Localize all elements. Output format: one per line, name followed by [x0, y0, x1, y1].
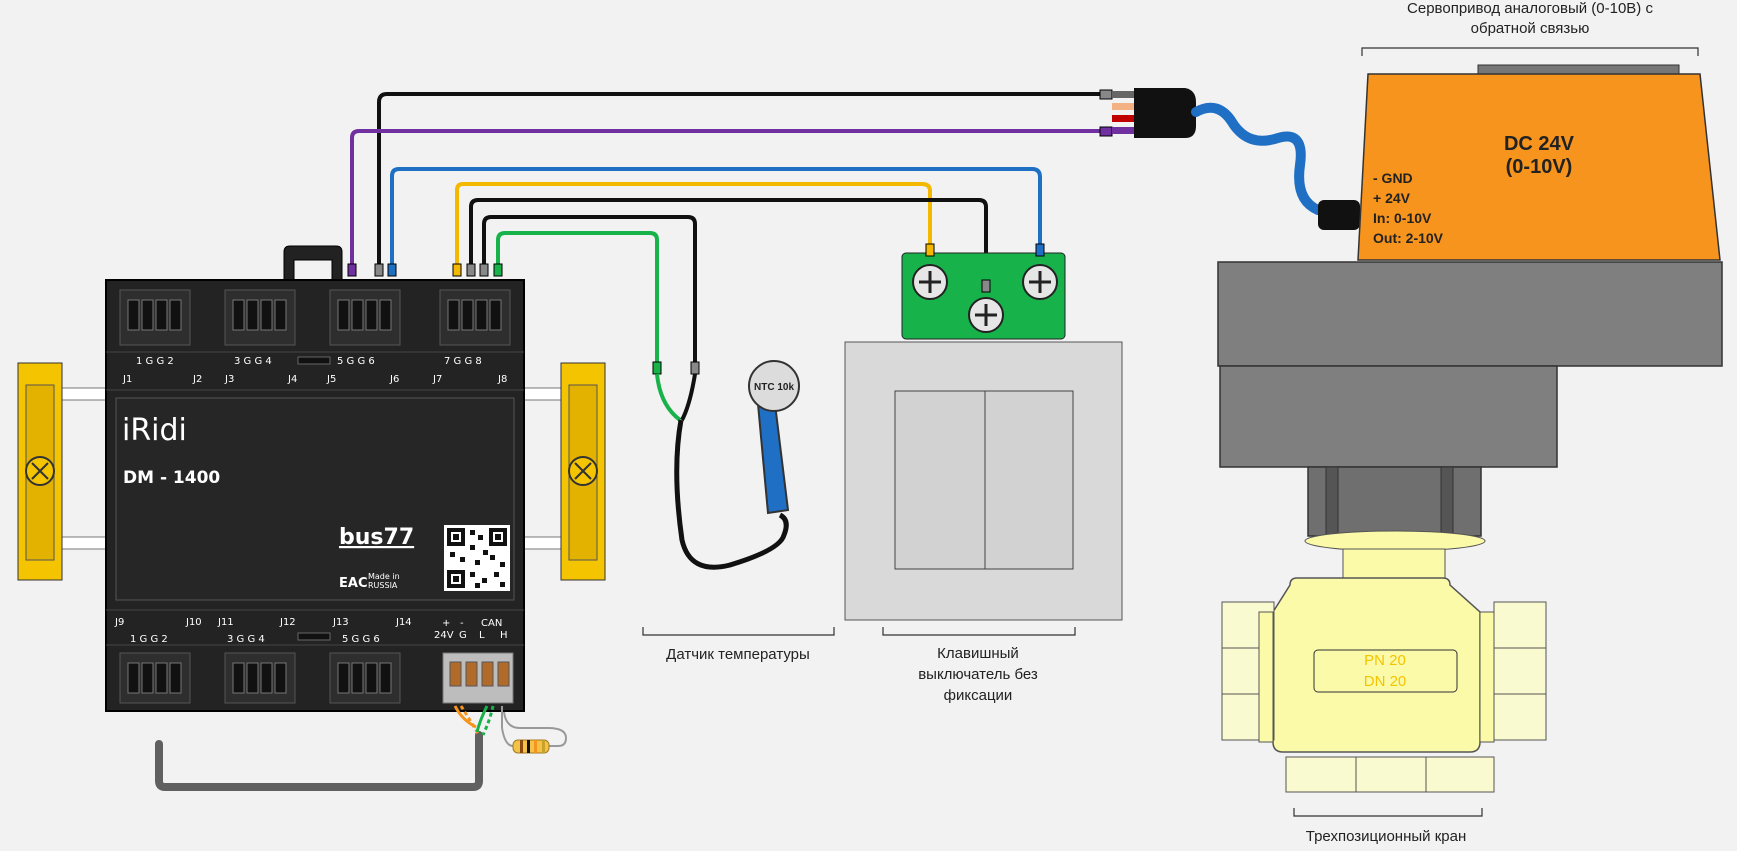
terminal-block-top-2: [224, 289, 296, 346]
din-rail-right: [522, 362, 606, 581]
actuator-range: (0-10V): [1506, 156, 1573, 178]
actuator-connector: [1099, 88, 1196, 138]
jack-label-j13: J13: [332, 617, 349, 628]
power-label-minus: -: [460, 618, 464, 629]
wire-black-switch-common: [469, 198, 988, 288]
switch-caption-line3: фиксации: [944, 687, 1013, 704]
pin-label-bottom-3: 5 G G 6: [342, 634, 380, 645]
power-label-l: L: [479, 630, 485, 641]
sensor-badge: NTC 10k: [754, 382, 794, 393]
terminal-block-bottom-3: [329, 652, 401, 704]
jack-label-j5: J5: [326, 374, 336, 385]
actuator-voltage: DC 24V: [1504, 133, 1575, 155]
brand-logo: iRidi: [122, 413, 187, 448]
switch-caption-line2: выключатель без: [918, 666, 1038, 683]
wire-yellow-switch: [455, 182, 932, 268]
eac-mark: EAC: [339, 576, 367, 591]
jack-label-j2: J2: [192, 374, 202, 385]
model-label: DM - 1400: [123, 468, 220, 488]
jack-label-j9: J9: [114, 617, 124, 628]
can-wire-green: [475, 705, 489, 733]
power-label-g: G: [459, 630, 467, 641]
actuator-cable-gland: [1318, 200, 1360, 230]
actuator-title-line1: Сервопривод аналоговый (0-10В) с: [1407, 0, 1653, 17]
valve-caption: Трехпозиционный кран: [1306, 828, 1466, 845]
terminal-block-top-3: [329, 289, 401, 346]
actuator-terminal-out: Out: 2-10V: [1373, 230, 1444, 246]
actuator-terminal-gnd: - GND: [1373, 170, 1413, 186]
din-rail-left: [17, 362, 111, 581]
power-label-plus: +: [442, 618, 450, 629]
can-wire-green-white: [481, 705, 495, 736]
jack-label-j14: J14: [395, 617, 412, 628]
jack-label-j3: J3: [224, 374, 234, 385]
power-wire-orange-white: [459, 705, 481, 736]
wire-black-sensor: [482, 215, 697, 370]
power-label-24v: 24V: [434, 630, 454, 641]
three-way-valve: PN 20 DN 20: [1221, 530, 1547, 793]
pin-label-top-2: 3 G G 4: [234, 356, 272, 367]
pin-label-bottom-2: 3 G G 4: [227, 634, 265, 645]
valve-pressure: PN 20: [1364, 652, 1406, 669]
pin-label-bottom-1: 1 G G 2: [130, 634, 168, 645]
actuator-title-line2: обратной связью: [1471, 20, 1590, 37]
resistor-lead-left: [501, 706, 514, 747]
temperature-sensor: NTC 10k: [652, 360, 800, 570]
wire-black-actuator: [377, 92, 1110, 268]
terminal-block-bottom-2: [224, 652, 296, 704]
actuator-terminal-24v: + 24V: [1373, 190, 1411, 206]
screw-terminal-icon: [912, 264, 948, 300]
actuator-terminal-in: In: 0-10V: [1373, 210, 1432, 226]
jack-label-j11: J11: [217, 617, 234, 628]
resistor-icon: [512, 739, 550, 754]
wire-purple-actuator: [350, 129, 1110, 268]
jack-label-j10: J10: [185, 617, 202, 628]
power-can-terminal: [442, 652, 514, 704]
pin-label-top-4: 7 G G 8: [444, 356, 482, 367]
wire-blue-switch: [390, 167, 1042, 268]
jack-label-j7: J7: [432, 374, 442, 385]
terminal-block-bottom-1: [119, 652, 191, 704]
actuator: DC 24V (0-10V) - GND + 24V In: 0-10V Out…: [1217, 64, 1723, 537]
jack-label-j6: J6: [389, 374, 399, 385]
jack-label-j8: J8: [497, 374, 507, 385]
actuator-cable: [1191, 102, 1323, 215]
jack-label-j4: J4: [287, 374, 297, 385]
bracket-actuator: [1361, 47, 1699, 56]
bus77-logo: bus77: [339, 525, 414, 550]
din-clip-screw-icon: [25, 456, 55, 486]
terminal-block-top-4: [439, 289, 511, 346]
qr-code-icon: [444, 525, 510, 591]
made-in-line2: RUSSIA: [368, 581, 398, 590]
switch-caption-line1: Клавишный: [937, 645, 1019, 662]
power-label-h: H: [500, 630, 508, 641]
bracket-valve: [1293, 808, 1483, 817]
pin-label-top-1: 1 G G 2: [136, 356, 174, 367]
controller: 1 G G 2 3 G G 4 5 G G 6 7 G G 8 J1 J2 J3…: [105, 245, 525, 712]
resistor-lead-right: [503, 711, 568, 747]
jack-label-j12: J12: [279, 617, 296, 628]
power-cable: [155, 731, 483, 791]
valve-diameter: DN 20: [1364, 673, 1407, 690]
screw-terminal-icon: [1022, 264, 1058, 300]
bracket-switch: [882, 627, 1076, 636]
made-in-line1: Made in: [368, 572, 400, 581]
wire-green-sensor: [496, 231, 659, 370]
sensor-caption: Датчик температуры: [666, 646, 810, 663]
power-label-can: CAN: [481, 618, 502, 629]
bracket-sensor: [642, 627, 835, 636]
screw-terminal-icon: [968, 297, 1004, 333]
pin-label-top-3: 5 G G 6: [337, 356, 375, 367]
terminal-block-top-1: [119, 289, 191, 346]
jack-label-j1: J1: [122, 374, 132, 385]
push-button-switch: [844, 243, 1123, 621]
din-clip-screw-icon: [568, 456, 598, 486]
